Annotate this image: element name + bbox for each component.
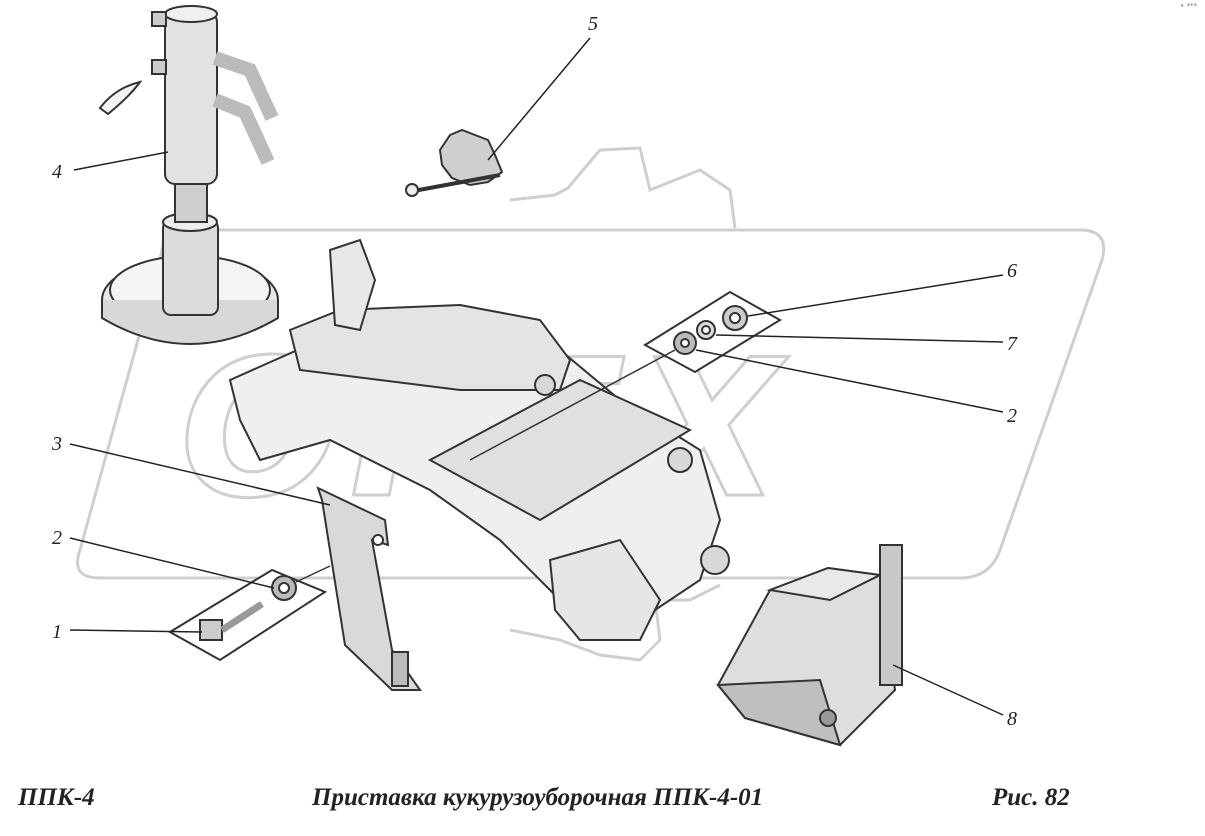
footer-title: Приставка кукурузоуборочная ППК-4-01 — [312, 784, 764, 811]
leader-8 — [892, 664, 1004, 716]
callout-8: 8 — [1007, 708, 1017, 730]
sprocket-teeth — [438, 128, 504, 187]
parts-6-7-2-group — [469, 290, 782, 461]
leader-2-left — [69, 537, 275, 589]
leader-1 — [69, 629, 203, 633]
callout-1: 1 — [52, 621, 62, 643]
cotter-pin — [98, 80, 143, 116]
hose-fitting-2 — [212, 93, 275, 165]
leader-3 — [69, 443, 331, 506]
sprocket-shaft — [407, 173, 501, 194]
frame-cross-beam — [427, 378, 693, 522]
callout-4: 4 — [52, 161, 62, 183]
watermark-gear — [509, 146, 737, 662]
part-8-guard — [715, 544, 903, 747]
leader-4 — [73, 151, 169, 171]
hose-fitting-1 — [212, 51, 279, 121]
callout-6: 6 — [1007, 260, 1017, 282]
leader-7 — [715, 334, 1004, 343]
part-3-divider-plate — [316, 486, 422, 691]
leader-lines — [69, 37, 1004, 716]
part-4-cylinder-assembly — [98, 5, 279, 345]
callout-2-right: 2 — [1007, 405, 1017, 427]
part-5-sprocket — [405, 128, 504, 197]
corner-mark: • *** — [1180, 2, 1197, 10]
callout-2-left: 2 — [52, 527, 62, 549]
part-1-bolt-shank — [220, 601, 264, 633]
callout-3: 3 — [51, 433, 62, 455]
leader-5 — [487, 37, 591, 161]
leader-6 — [747, 274, 1004, 317]
leader-2-right — [695, 349, 1004, 413]
lower-cylinder — [162, 219, 219, 316]
upper-cylinder — [164, 11, 218, 185]
callout-5: 5 — [588, 13, 598, 35]
parts-1-2-group — [168, 565, 331, 662]
frame-lower-bracket — [548, 538, 662, 641]
footer-model: ППК-4 — [18, 784, 95, 811]
frame-bracket — [328, 238, 377, 332]
footer-figure-number: Рис. 82 — [992, 784, 1070, 811]
main-frame — [228, 238, 730, 642]
part-1-bolt-head — [199, 619, 223, 641]
callout-labels: 5 4 6 7 2 3 2 1 8 — [51, 13, 1018, 730]
callout-7: 7 — [1007, 333, 1018, 355]
